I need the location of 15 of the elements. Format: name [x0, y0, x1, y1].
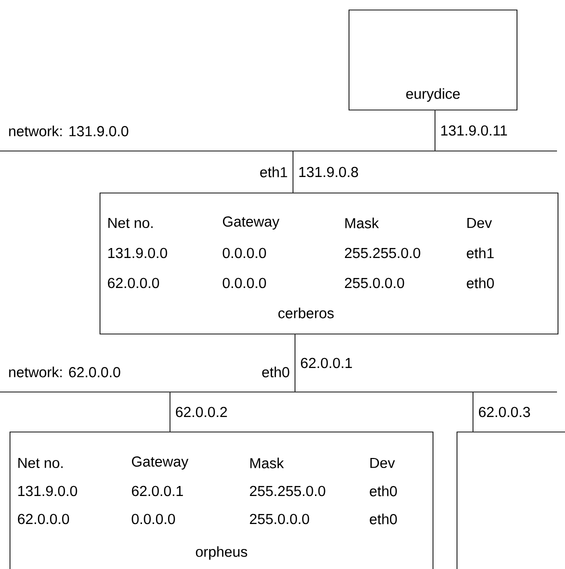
ip-address: 62.0.0.1 — [300, 358, 352, 368]
link-line — [292, 151, 294, 193]
link-line — [294, 334, 296, 392]
interface-name: eth0 — [262, 366, 290, 378]
ip-address: 62.0.0.3 — [478, 406, 530, 418]
link-line — [472, 392, 474, 432]
interface-name: eth1 — [260, 166, 288, 178]
host-box — [456, 432, 565, 569]
host-box: Net no. Gateway Mask Dev 131.9.0.0 62.0.0.1 255.255.0.0 eth0 62.0.0.0 0.0.0.0 255.0.0.0 eth0 orpheus — [10, 432, 434, 569]
ip-address: 131.9.0.11 — [441, 125, 507, 136]
ip-address: 62.0.0.2 — [176, 406, 227, 418]
ip-address: 131.9.0.8 — [299, 166, 358, 178]
host-box: eurydice — [348, 10, 518, 110]
link-line — [434, 110, 436, 151]
host-box: Net no. Gateway Mask Dev 131.9.0.0 0.0.0.0 255.255.0.0 eth1 62.0.0.0 0.0.0.0 255.0.0.0 eth0 cerberos — [100, 192, 558, 334]
